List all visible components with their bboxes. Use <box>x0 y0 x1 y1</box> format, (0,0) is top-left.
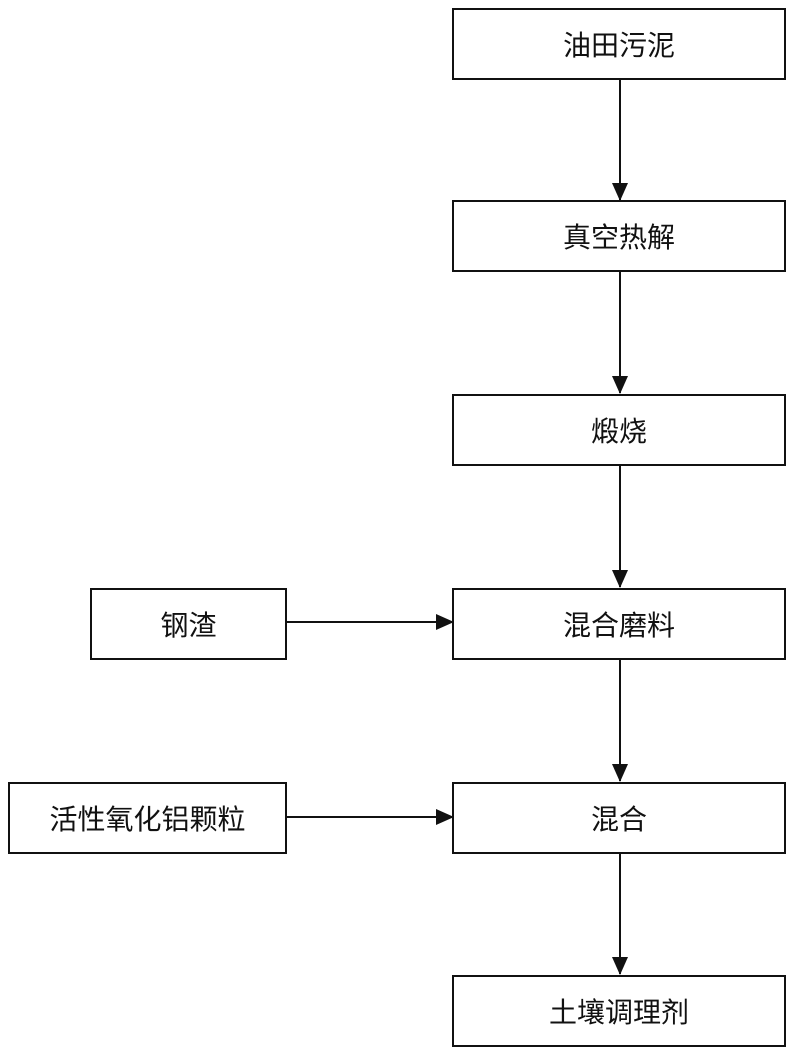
step-calcination: 煅烧 <box>452 394 786 466</box>
step-oilfield-sludge: 油田污泥 <box>452 8 786 80</box>
input-label: 钢渣 <box>160 609 217 642</box>
input-steel-slag: 钢渣 <box>90 588 287 660</box>
step-mixed-grinding: 混合磨料 <box>452 588 786 660</box>
step-mixing: 混合 <box>452 782 786 854</box>
step-label: 真空热解 <box>562 221 675 254</box>
input-activated-alumina: 活性氧化铝颗粒 <box>8 782 287 854</box>
step-soil-conditioner: 土壤调理剂 <box>452 975 786 1047</box>
step-vacuum-pyrolysis: 真空热解 <box>452 200 786 272</box>
step-label: 煅烧 <box>590 415 647 448</box>
step-label: 土壤调理剂 <box>548 996 689 1029</box>
step-label: 混合磨料 <box>562 609 675 642</box>
step-label: 油田污泥 <box>562 29 675 62</box>
step-label: 混合 <box>590 803 647 836</box>
input-label: 活性氧化铝颗粒 <box>49 803 246 836</box>
